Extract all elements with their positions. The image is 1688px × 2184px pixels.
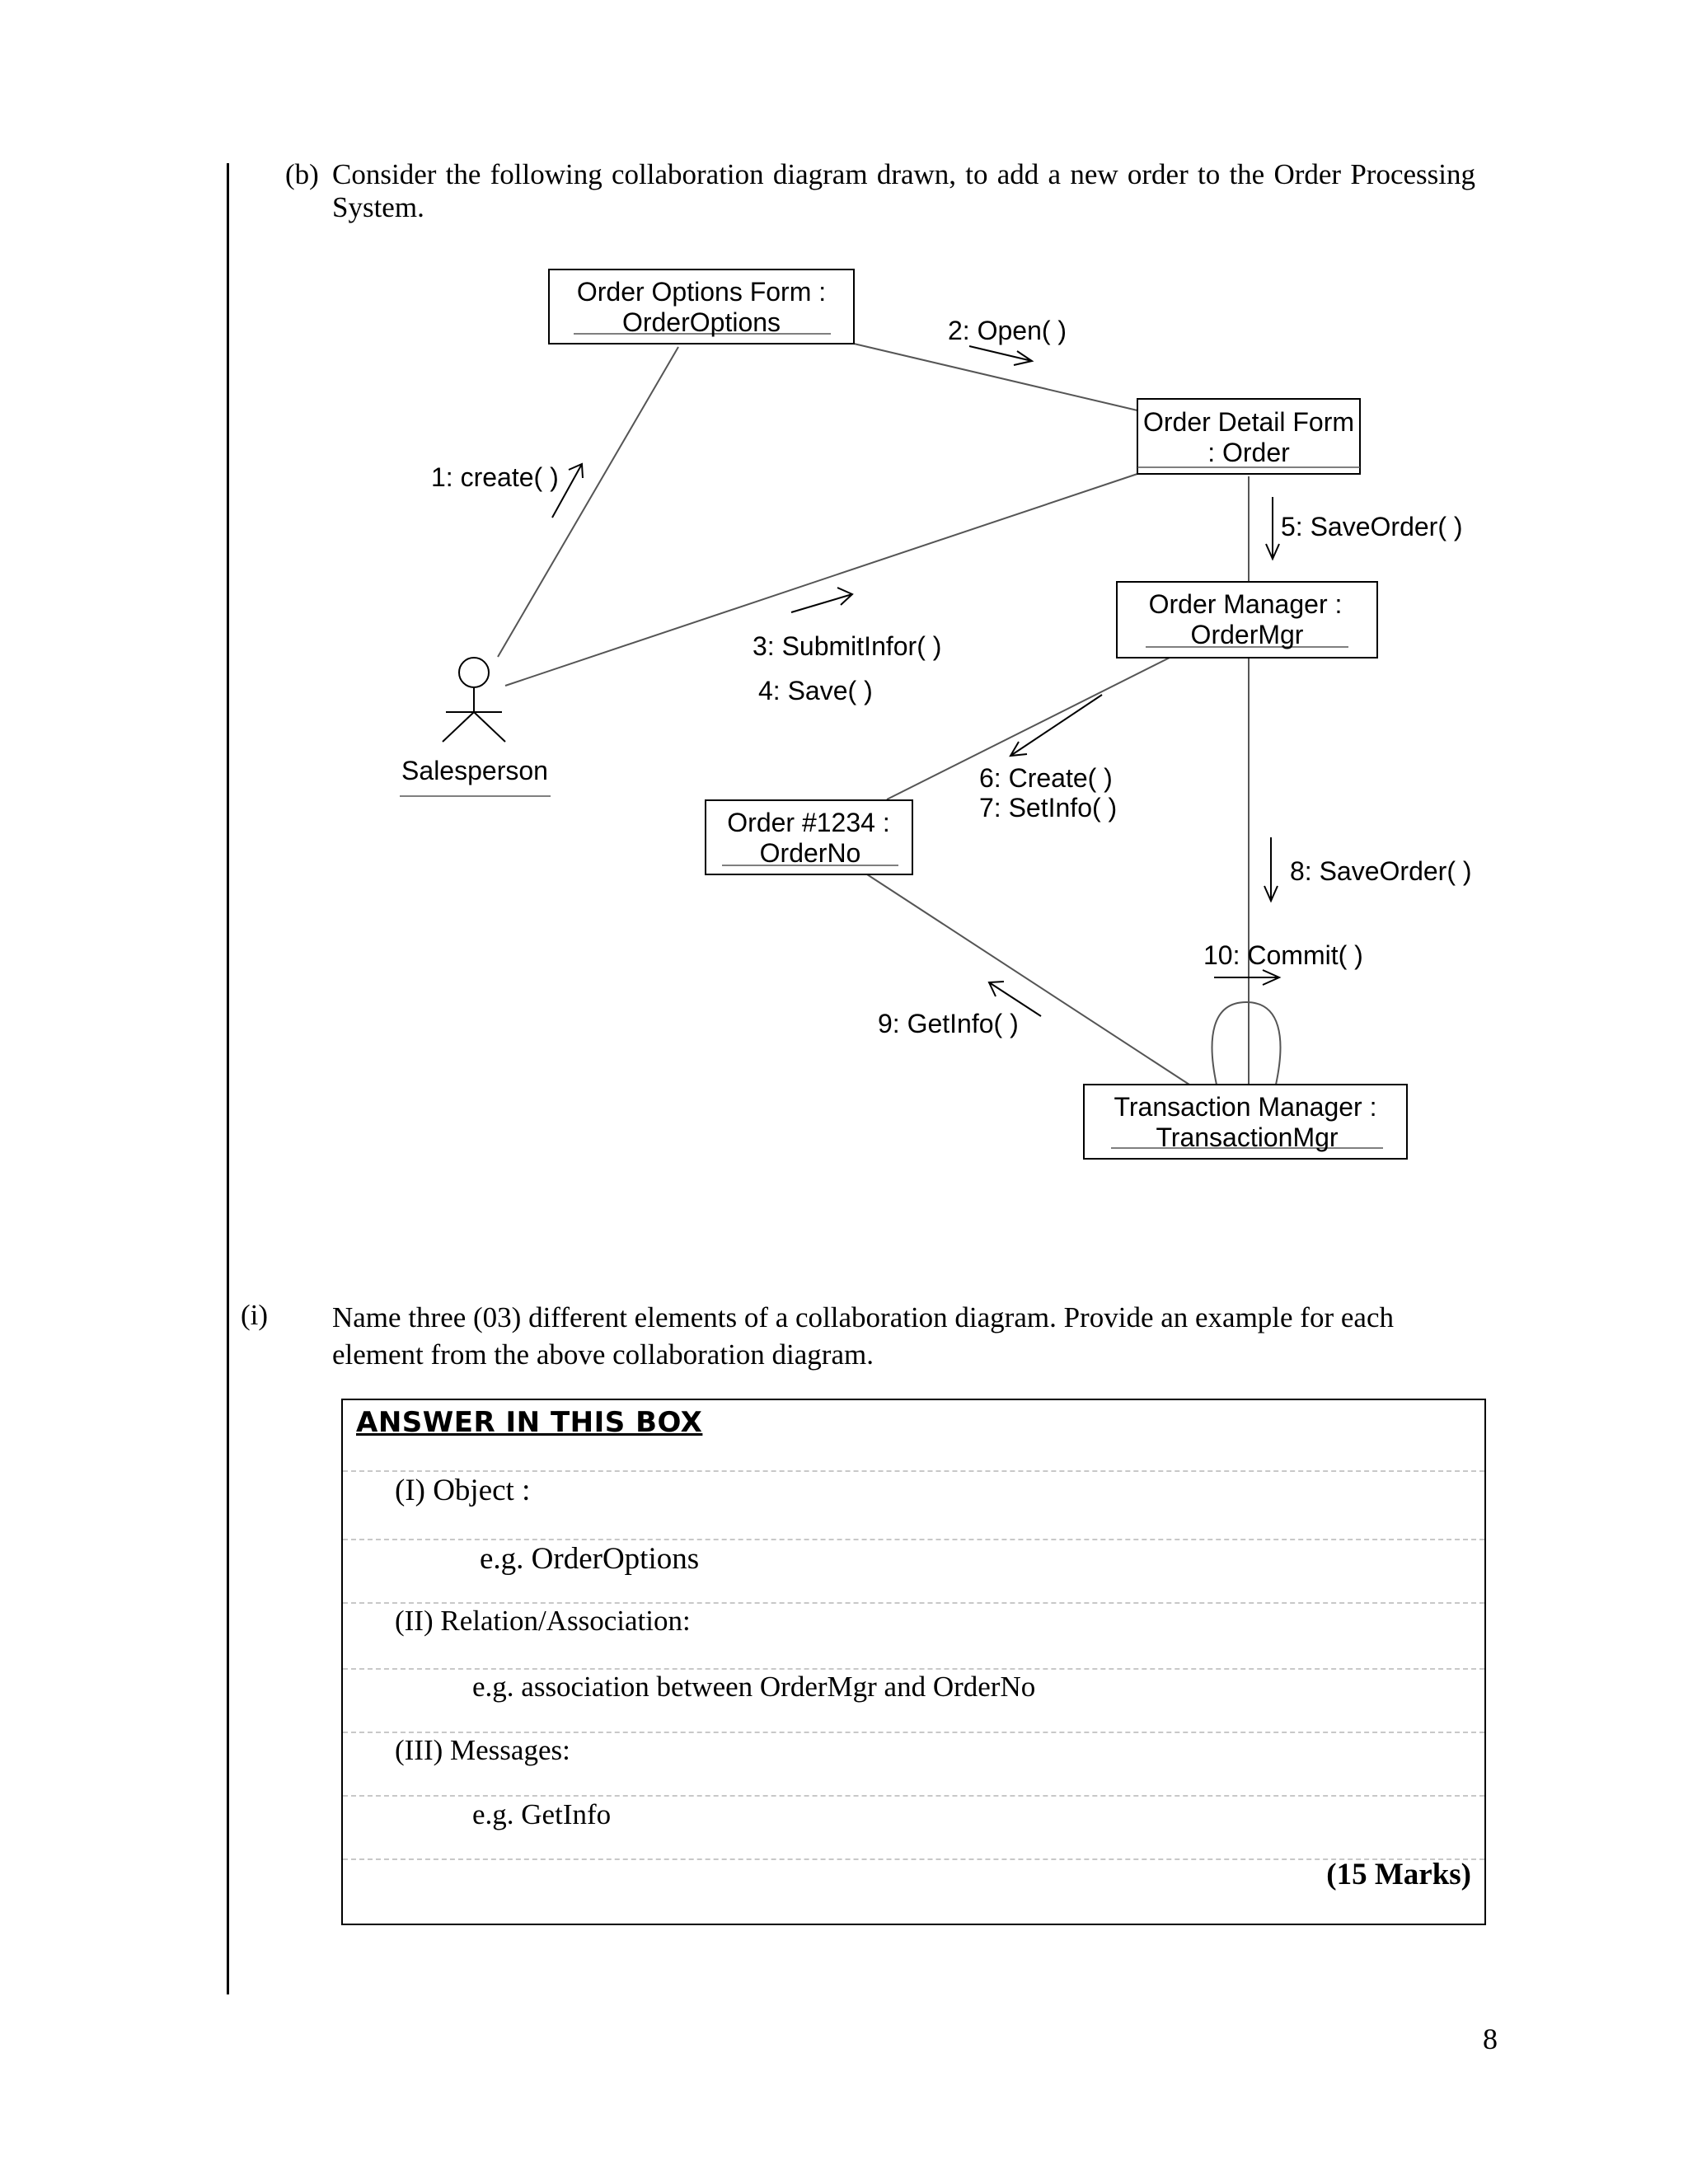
object-order-manager	[1116, 581, 1378, 658]
answer-divider	[343, 1795, 1484, 1797]
question-text: Consider the following collaboration dia…	[332, 158, 1475, 223]
answer-item-2-heading: (II) Relation/Association:	[395, 1605, 691, 1637]
answer-box: ANSWER IN THIS BOX (I) Object : e.g. Ord…	[341, 1399, 1486, 1925]
margin-rule	[227, 163, 229, 1994]
order-no-line1: Order #1234 :	[727, 808, 889, 837]
marks-label: (15 Marks)	[1326, 1858, 1471, 1891]
link-orderoptions-orderdetail	[853, 343, 1138, 411]
answer-divider	[343, 1732, 1484, 1733]
answer-item-3-heading: (III) Messages:	[395, 1734, 570, 1766]
message-3: 3: SubmitInfor( )	[753, 631, 941, 661]
subquestion-number: (i)	[241, 1299, 269, 1331]
arrow-saveorder-5	[1265, 497, 1280, 561]
message-2: 2: Open( )	[948, 316, 1067, 345]
message-8: 8: SaveOrder( )	[1290, 856, 1472, 886]
answer-item-1-example: e.g. OrderOptions	[480, 1542, 700, 1576]
self-link-transaction	[1211, 1001, 1282, 1085]
message-5: 5: SaveOrder( )	[1281, 512, 1463, 541]
answer-item-1-heading: (I) Object :	[395, 1474, 531, 1507]
answer-divider	[343, 1470, 1484, 1472]
arrow-submitinfo	[790, 587, 854, 613]
salesperson-actor-figure	[442, 657, 506, 743]
answer-divider	[343, 1602, 1484, 1604]
order-detail-line2: : Order	[1207, 438, 1290, 467]
object-transaction-manager	[1083, 1084, 1408, 1160]
arrow-create	[551, 462, 584, 518]
order-detail-line1: Order Detail Form	[1143, 407, 1354, 437]
message-10: 10: Commit( )	[1203, 940, 1363, 970]
link-orderno-transaction	[866, 874, 1190, 1085]
arrow-getinfo	[987, 981, 1042, 1017]
message-6: 6: Create( )	[979, 763, 1113, 793]
answer-box-title: ANSWER IN THIS BOX	[356, 1406, 703, 1439]
answer-divider	[343, 1668, 1484, 1670]
arrow-saveorder-8	[1264, 837, 1278, 903]
actor-label: Salesperson	[401, 756, 548, 785]
message-7: 7: SetInfo( )	[979, 793, 1117, 823]
answer-item-2-example: e.g. association between OrderMgr and Or…	[472, 1671, 1036, 1703]
subquestion-text: Name three (03) different elements of a …	[332, 1301, 1394, 1371]
arrow-create-6	[1009, 694, 1103, 757]
link-ordermanager-orderno	[886, 657, 1170, 800]
message-9: 9: GetInfo( )	[878, 1009, 1019, 1038]
object-order-options	[548, 269, 855, 344]
collaboration-diagram: Order Options Form : OrderOptions Order …	[400, 269, 1472, 1160]
message-1: 1: create( )	[431, 462, 559, 492]
object-order-no	[705, 799, 913, 875]
message-4: 4: Save( )	[758, 676, 873, 705]
transaction-manager-line2: TransactionMgr	[1156, 1122, 1338, 1152]
answer-divider	[343, 1858, 1484, 1860]
link-salesperson-orderoptions	[497, 346, 679, 658]
order-no-line2: OrderNo	[760, 838, 861, 868]
link-salesperson-orderdetail	[504, 473, 1138, 687]
page-number: 8	[1483, 2022, 1498, 2055]
order-manager-line1: Order Manager :	[1149, 589, 1343, 619]
arrow-open	[968, 345, 1034, 366]
question-label: (b)	[285, 158, 319, 190]
answer-divider	[343, 1539, 1484, 1540]
transaction-manager-line1: Transaction Manager :	[1114, 1092, 1377, 1122]
order-manager-line2: OrderMgr	[1191, 620, 1304, 649]
order-options-line2: OrderOptions	[622, 307, 781, 337]
object-order-detail	[1137, 398, 1361, 475]
answer-item-3-example: e.g. GetInfo	[472, 1798, 612, 1830]
arrow-commit	[1214, 969, 1282, 986]
order-options-line1: Order Options Form :	[577, 277, 826, 307]
